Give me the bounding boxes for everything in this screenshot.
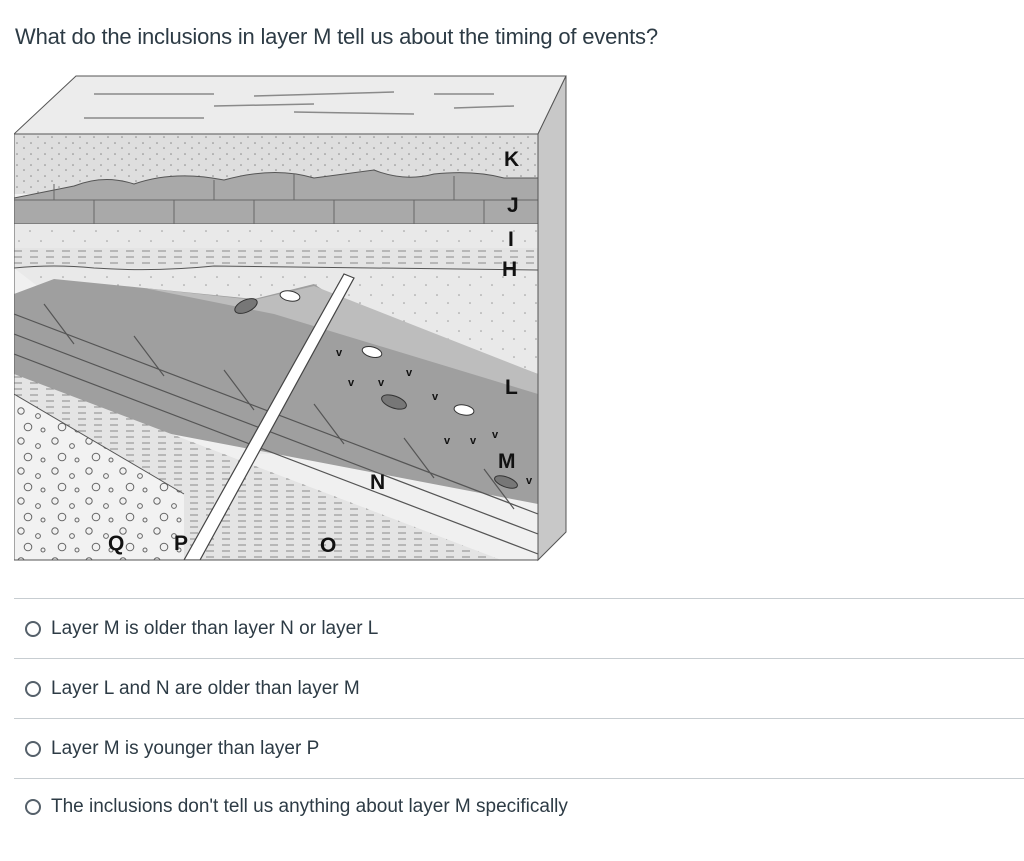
question-text: What do the inclusions in layer M tell u… bbox=[15, 24, 658, 49]
block-front-outline bbox=[13, 133, 539, 561]
layer-label-j: J bbox=[507, 194, 519, 217]
svg-text:v: v bbox=[444, 435, 451, 447]
layer-label-m: M bbox=[498, 450, 516, 473]
layer-label-n: N bbox=[370, 471, 385, 494]
svg-text:v: v bbox=[378, 377, 385, 389]
answer-option-2[interactable]: Layer L and N are older than layer M bbox=[14, 658, 1024, 718]
geology-cross-section-figure: v v v v v v v v v K J I H L M N O P Q bbox=[12, 74, 568, 562]
radio-button[interactable] bbox=[25, 799, 41, 815]
svg-text:v: v bbox=[470, 435, 477, 447]
radio-button[interactable] bbox=[25, 740, 41, 757]
svg-text:v: v bbox=[492, 429, 499, 441]
layer-label-k: K bbox=[504, 148, 519, 171]
block-right-face bbox=[537, 75, 567, 562]
svg-text:v: v bbox=[336, 347, 343, 359]
answer-option-3[interactable]: Layer M is younger than layer P bbox=[14, 718, 1024, 778]
svg-text:v: v bbox=[432, 391, 439, 403]
layer-label-q: Q bbox=[108, 532, 124, 555]
layer-label-p: P bbox=[174, 532, 188, 555]
answer-label: Layer L and N are older than layer M bbox=[51, 677, 360, 699]
answer-list: Layer M is older than layer N or layer L… bbox=[14, 598, 1024, 835]
layer-label-h: H bbox=[502, 258, 517, 281]
svg-text:v: v bbox=[406, 367, 413, 379]
cross-section-svg: v v v v v v v v v K J I H L M N O P Q bbox=[12, 75, 567, 562]
answer-label: Layer M is younger than layer P bbox=[51, 737, 320, 759]
layer-label-l: L bbox=[505, 376, 518, 399]
svg-text:v: v bbox=[526, 475, 533, 487]
radio-button[interactable] bbox=[25, 680, 41, 697]
layer-label-i: I bbox=[508, 228, 514, 251]
svg-text:v: v bbox=[348, 377, 355, 389]
answer-label: Layer M is older than layer N or layer L bbox=[51, 617, 379, 639]
answer-option-1[interactable]: Layer M is older than layer N or layer L bbox=[14, 598, 1024, 658]
block-front-face: v v v v v v v v v bbox=[14, 134, 538, 560]
layer-label-o: O bbox=[320, 534, 336, 557]
answer-label: The inclusions don't tell us anything ab… bbox=[51, 796, 568, 817]
radio-button[interactable] bbox=[25, 620, 41, 637]
top-face-lines bbox=[84, 91, 515, 119]
answer-option-4[interactable]: The inclusions don't tell us anything ab… bbox=[14, 778, 1024, 835]
